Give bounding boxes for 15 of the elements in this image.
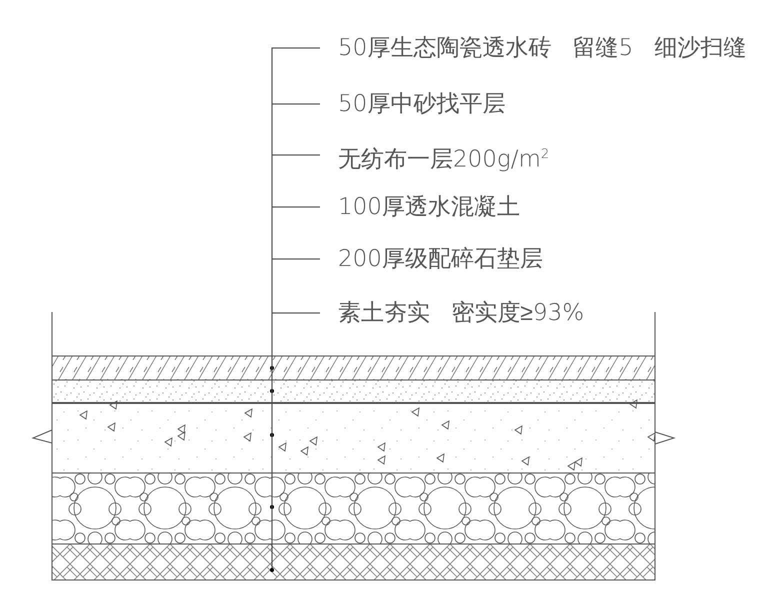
layer-label: 50厚生态陶瓷透水砖 留缝5 细沙扫缝	[338, 33, 747, 63]
layer-label: 无纺布一层200g/m$^{2}$	[338, 140, 550, 175]
layer-label: 100厚透水混凝土	[338, 192, 520, 222]
compacted-soil-layer	[52, 544, 656, 580]
leader-line	[270, 104, 320, 393]
layer-label: 素土夯实 密实度≥93%	[338, 298, 584, 328]
gravel-layer	[52, 472, 656, 544]
leader-line	[270, 312, 320, 572]
leader-line	[270, 48, 320, 370]
leader-line	[270, 258, 320, 509]
paver-layer	[52, 356, 656, 380]
layer-label: 200厚级配碎石垫层	[338, 244, 543, 274]
layer-label: 50厚中砂找平层	[338, 89, 506, 119]
sand-layer	[52, 380, 656, 404]
leader-line	[270, 206, 320, 437]
